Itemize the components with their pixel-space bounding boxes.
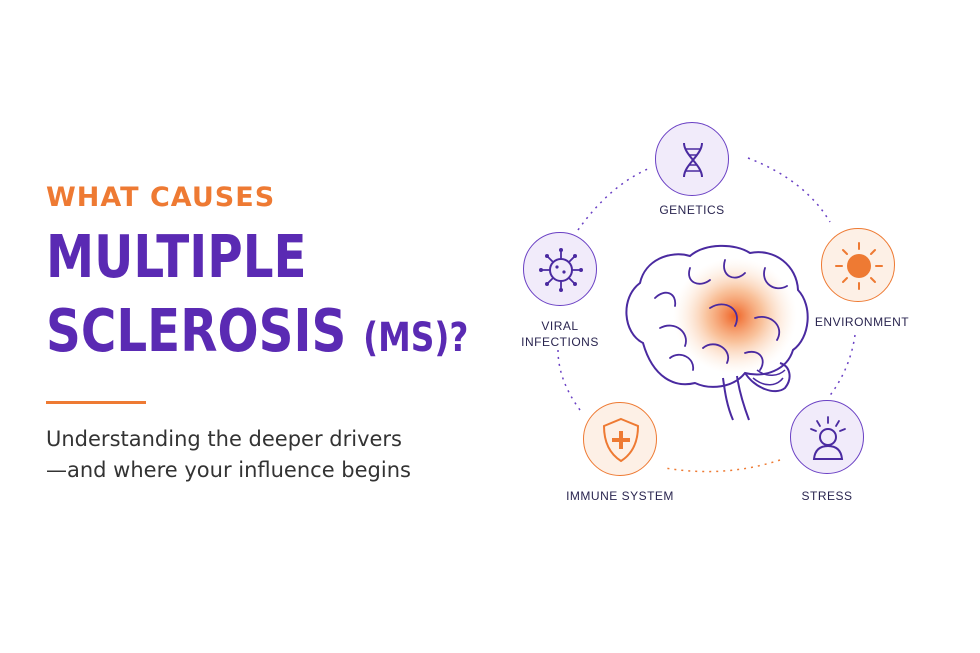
viral-label-line-1: VIRAL <box>541 319 579 333</box>
stressed-person-icon <box>810 416 846 460</box>
viral-node <box>523 232 597 306</box>
title-line-1: MULTIPLE <box>46 222 423 292</box>
connector-stress-immune <box>664 459 781 473</box>
brain-icon <box>625 244 809 421</box>
immune-node <box>583 402 657 476</box>
connector-viral-genetics <box>577 167 651 231</box>
environment-node <box>821 228 895 302</box>
stress-node <box>790 400 864 474</box>
stress-label: STRESS <box>801 489 853 503</box>
connector-environment-stress <box>827 334 856 399</box>
genetics-node <box>655 122 729 196</box>
subtitle: Understanding the deeper drivers —and wh… <box>46 424 506 486</box>
title-word-sclerosis: SCLEROSIS <box>46 296 347 365</box>
connector-genetics-environment <box>747 157 831 223</box>
shield-cross-icon <box>602 417 640 463</box>
connector-immune-viral <box>557 349 581 411</box>
connector-ring <box>557 157 856 473</box>
genetics-label: GENETICS <box>659 203 725 217</box>
subtitle-line-1: Understanding the deeper drivers <box>46 427 402 451</box>
environment-label: ENVIRONMENT <box>814 315 910 329</box>
viral-label: VIRAL INFECTIONS <box>508 318 612 350</box>
sun-icon <box>835 242 883 290</box>
dna-icon <box>683 142 703 178</box>
heading-block: WHAT CAUSES MULTIPLE SCLEROSIS (MS)? Und… <box>46 178 506 486</box>
virus-icon <box>539 248 583 292</box>
title-line-2: SCLEROSIS (MS)? <box>46 296 468 373</box>
immune-label: IMMUNE SYSTEM <box>566 489 674 503</box>
title-suffix: (MS)? <box>363 315 469 361</box>
viral-label-line-2: INFECTIONS <box>521 335 599 349</box>
subtitle-line-2: —and where your influence begins <box>46 458 411 482</box>
title-divider <box>46 401 146 404</box>
title-word-multiple: MULTIPLE <box>46 222 307 291</box>
eyebrow-text: WHAT CAUSES <box>46 182 276 213</box>
causes-diagram: GENETICS ENVIRONMENT STRESS <box>500 100 970 520</box>
